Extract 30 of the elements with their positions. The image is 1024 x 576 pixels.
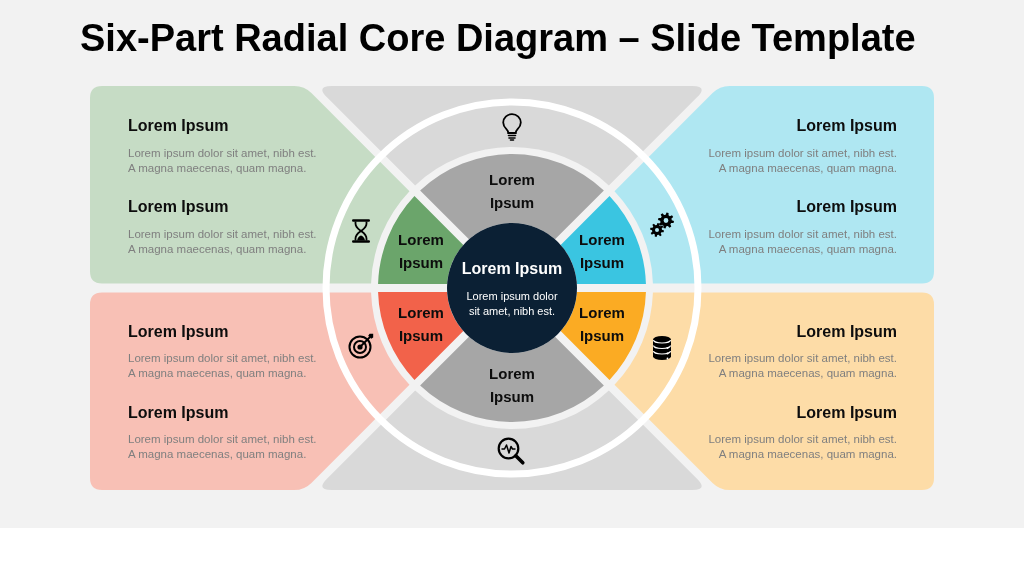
panel-text: Lorem ipsum dolor sit amet, nibh est. A magna maecenas, quam magna. [128, 145, 318, 176]
pie-sector [560, 196, 646, 284]
panel-heading: Lorem Ipsum [796, 321, 897, 342]
core-circle [447, 223, 577, 353]
panel-heading: Lorem Ipsum [796, 197, 897, 217]
slide-title: Six-Part Radial Core Diagram – Slide Template [80, 16, 916, 60]
panel-text: Lorem ipsum dolor sit amet, nibh est. A magna maecenas, quam magna. [707, 432, 897, 462]
sector-label: Lorem Ipsum [489, 170, 535, 213]
panel-text: Lorem ipsum dolor sit amet, nibh est. A magna maecenas, quam magna. [707, 351, 897, 381]
ring-segment [322, 390, 702, 490]
pie-sector [378, 196, 464, 284]
sector-label: Lorem Ipsum [579, 230, 625, 273]
panel-text: Lorem ipsum dolor sit amet, nibh est. A magna maecenas, quam magna. [707, 226, 897, 257]
panel-heading: Lorem Ipsum [128, 321, 229, 342]
sector-label: Lorem Ipsum [398, 303, 444, 346]
panel-text: Lorem ipsum dolor sit amet, nibh est. A magna maecenas, quam magna. [128, 351, 318, 381]
panel-heading: Lorem Ipsum [796, 116, 897, 136]
sector-label: Lorem Ipsum [489, 364, 535, 407]
panel-heading: Lorem Ipsum [128, 116, 229, 136]
core-title: Lorem Ipsum [461, 259, 563, 279]
panel-text: Lorem ipsum dolor sit amet, nibh est. A magna maecenas, quam magna. [128, 226, 318, 257]
panel-heading: Lorem Ipsum [796, 402, 897, 423]
panel-heading: Lorem Ipsum [128, 197, 229, 217]
panel-text: Lorem ipsum dolor sit amet, nibh est. A magna maecenas, quam magna. [128, 432, 318, 462]
panel-text: Lorem ipsum dolor sit amet, nibh est. A magna maecenas, quam magna. [707, 145, 897, 176]
panel-heading: Lorem Ipsum [128, 402, 229, 423]
sector-label: Lorem Ipsum [579, 303, 625, 346]
core-text: Lorem ipsum dolor sit amet, nibh est. [465, 288, 559, 319]
sector-label: Lorem Ipsum [398, 230, 444, 273]
ring-segment [322, 86, 702, 186]
